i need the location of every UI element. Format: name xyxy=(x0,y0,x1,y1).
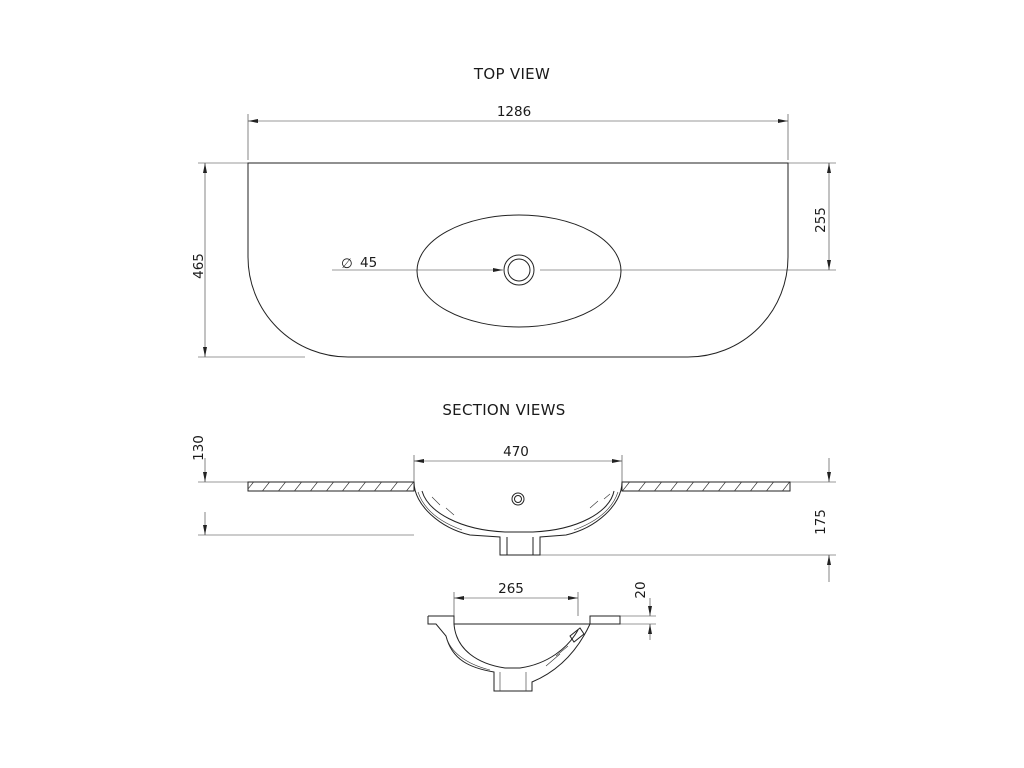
bowl-ellipse xyxy=(416,214,622,328)
dim-rim-height: 130 xyxy=(191,435,207,461)
dim-tap-offset: 255 xyxy=(813,207,829,233)
bowl-section-outer xyxy=(413,481,623,556)
cross-section-inner xyxy=(453,623,579,669)
dim-overall-depth: 465 xyxy=(191,253,207,279)
dim-overall-length: 1286 xyxy=(497,104,531,120)
section-views-title: SECTION VIEWS xyxy=(442,401,565,419)
waste-inner-circle xyxy=(507,258,531,282)
dim-bowl-width: 470 xyxy=(503,444,529,460)
top-view-title: TOP VIEW xyxy=(473,65,550,83)
basin-outline xyxy=(247,162,789,358)
top-view: 1286 465 255 ∅ 45 xyxy=(191,104,836,358)
dim-waste-diameter: ∅ 45 xyxy=(341,255,377,272)
dim-slab-thickness: 20 xyxy=(633,581,649,598)
dim-basin-height: 175 xyxy=(813,509,829,535)
dim-waste-diameter-value: 45 xyxy=(360,255,377,271)
dim-bowl-depth-section: 265 xyxy=(498,581,524,597)
overflow-inner-circle xyxy=(514,495,522,503)
diameter-symbol: ∅ xyxy=(341,256,353,272)
waste-outer-circle xyxy=(503,254,535,286)
section-view-long: 470 130 175 xyxy=(191,435,836,582)
section-view-cross: 265 20 xyxy=(427,581,656,692)
overflow-outer-circle xyxy=(511,492,525,506)
bowl-section-inner xyxy=(421,490,615,533)
